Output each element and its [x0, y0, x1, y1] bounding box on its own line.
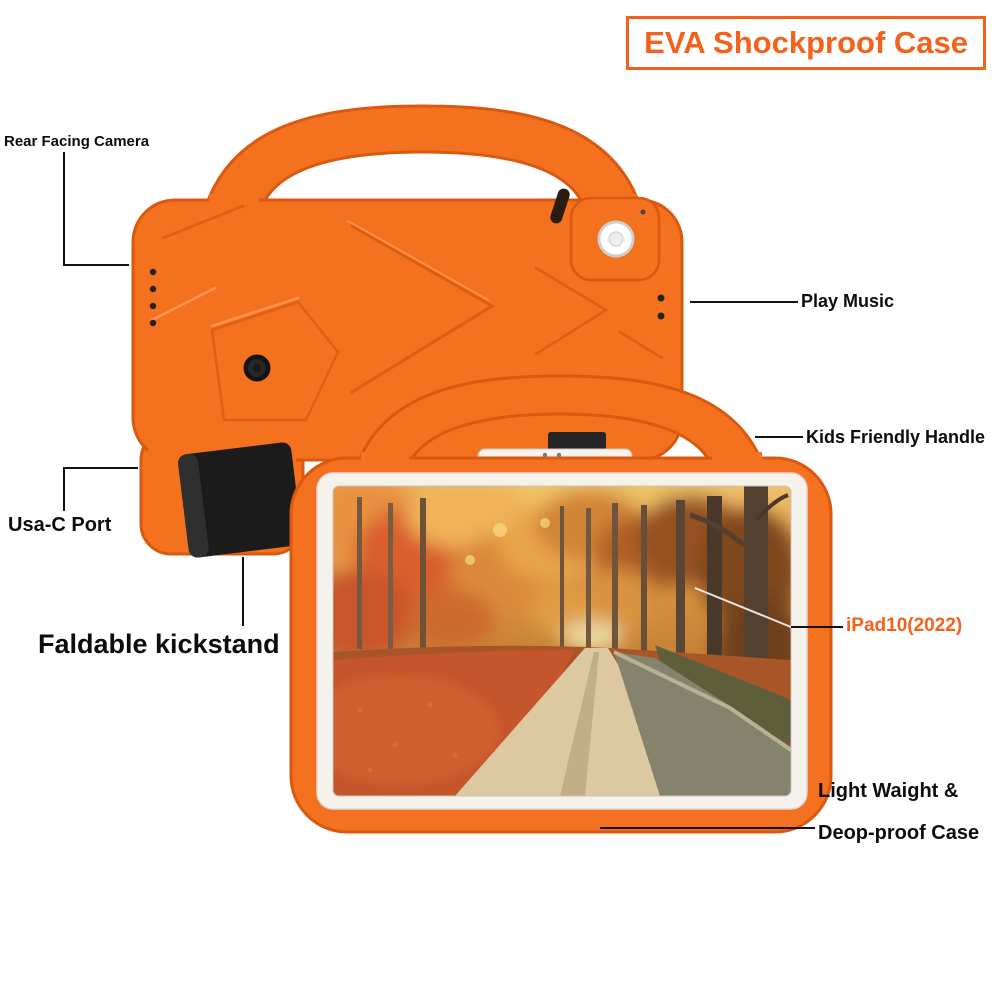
model-label: iPad10(2022) — [846, 615, 963, 636]
headline-badge: EVA Shockproof Case — [626, 16, 986, 70]
front-mic-dot — [542, 452, 548, 458]
front-camera-dot — [556, 452, 562, 458]
forest-trail — [455, 648, 698, 796]
callout-lines — [63, 152, 843, 829]
kickstand-hinge-sliver — [548, 432, 606, 452]
side-button — [243, 354, 271, 382]
stone-wall — [614, 652, 791, 796]
sunlight-spots — [465, 518, 550, 565]
headline-text: EVA Shockproof Case — [644, 25, 968, 60]
rear-camera-line — [63, 152, 129, 266]
kickstand — [178, 442, 302, 558]
usb-port-line — [63, 467, 138, 511]
camera-mic-dot — [640, 209, 646, 215]
lightweight-label-line2: Deop-proof Case — [818, 822, 980, 844]
play-music-holes — [657, 294, 665, 320]
screen-reflection — [694, 587, 792, 628]
rear-camera — [569, 196, 661, 282]
play-music-label: Play Music — [801, 291, 895, 311]
back-molding-lines — [150, 204, 664, 422]
speaker-holes — [149, 268, 157, 327]
ground — [333, 645, 791, 796]
rear-camera-label: Rear Facing Camera — [4, 133, 150, 150]
lightweight-label-line1: Light Waight & — [818, 780, 959, 802]
front-case — [289, 374, 833, 834]
back-handle — [204, 104, 642, 208]
screen-photo — [333, 486, 791, 796]
kids-handle-label: Kids Friendly Handle — [806, 427, 986, 447]
handle-slot — [550, 188, 570, 224]
kickstand-label: Faldable kickstand — [38, 629, 280, 659]
usb-port-label: Usa-C Port — [8, 514, 112, 536]
